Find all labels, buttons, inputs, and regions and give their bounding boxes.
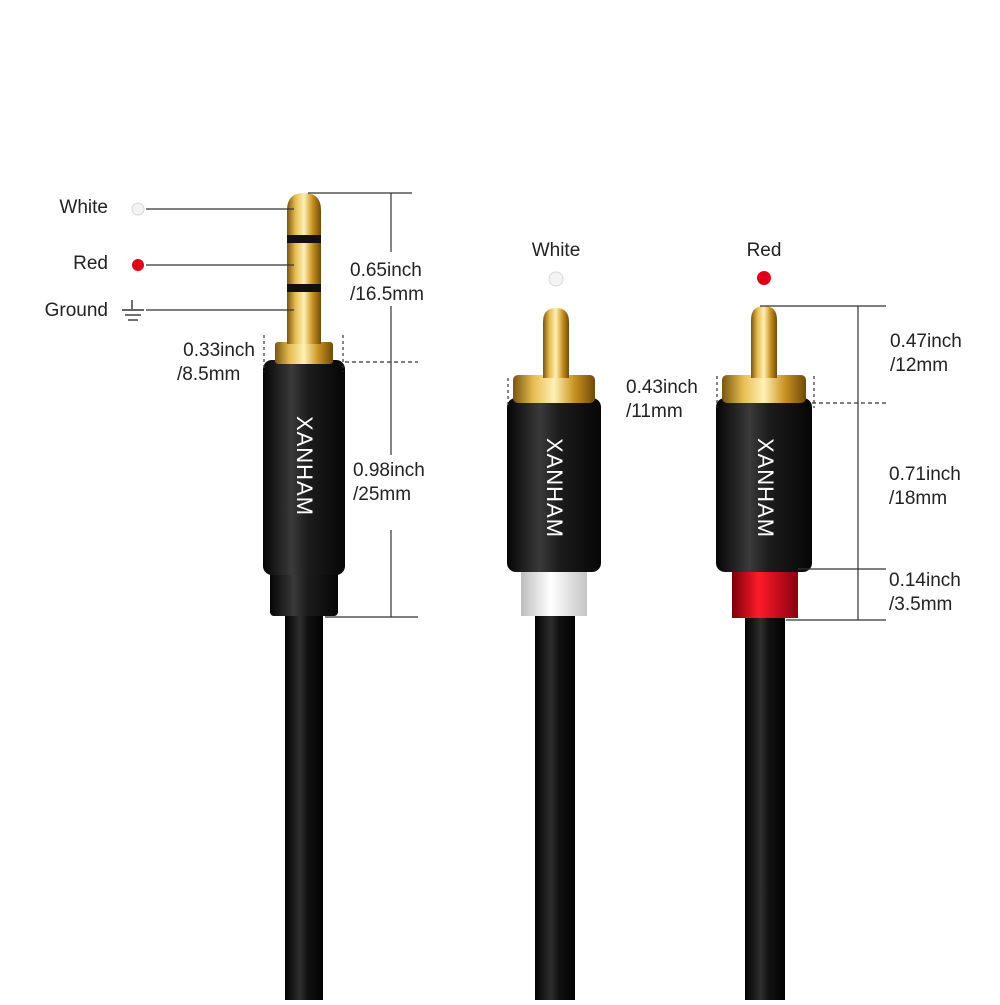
ground-icon (122, 300, 144, 321)
red-pin-dot (132, 259, 144, 271)
jack-white-label: White (59, 197, 108, 218)
rca-white-diameter-mm: /11mm (626, 401, 683, 422)
rca-red-housing (716, 398, 812, 572)
rca-red-ring (732, 568, 798, 618)
jack-ring (287, 243, 321, 284)
rca-red-brand-label: XANHAM (753, 438, 778, 538)
rca-red-body-inch: 0.71inch (889, 464, 961, 485)
rca-red-body-mm: /18mm (889, 488, 948, 509)
white-pin-dot (131, 202, 145, 216)
rca-red-ring-dimension: 0.14inch /3.5mm (889, 569, 961, 617)
rca-red-ring-inch: 0.14inch (889, 570, 961, 591)
jack-body-inch: 0.98inch (353, 460, 425, 481)
rca-white-plug: XANHAM (507, 308, 601, 1000)
jack-diameter-mm: /8.5mm (177, 364, 241, 385)
rca-red-body-dimension: 0.71inch /18mm (889, 463, 961, 511)
jack-body-mm: /25mm (353, 484, 412, 505)
rca-white-shell (513, 375, 595, 403)
rca-red-dimension-lines (716, 305, 886, 621)
jack-dimension-lines (263, 192, 418, 618)
rca-white-ring (521, 568, 587, 616)
rca-red-label: Red (746, 240, 782, 261)
jack-strain-relief (270, 570, 338, 616)
rca-white-pin (543, 308, 569, 378)
rca-white-dot (548, 271, 564, 287)
jack-insulator-1 (287, 235, 321, 243)
jack-tip-dimension: 0.65inch /16.5mm (350, 259, 424, 307)
jack-pin-leaders (146, 208, 294, 311)
rca-red-cable (745, 612, 785, 1000)
jack-diameter-dimension: 0.33inch /8.5mm (150, 339, 255, 387)
rca-red-tip-inch: 0.47inch (890, 331, 962, 352)
jack-red-label: Red (73, 253, 108, 274)
jack-sleeve (287, 292, 321, 344)
rca-white-diameter-dimension: 0.43inch /11mm (626, 376, 698, 424)
jack-tip-inch: 0.65inch (350, 260, 422, 281)
rca-red-shell (722, 375, 806, 403)
rca-red-ring-mm: /3.5mm (889, 594, 953, 615)
rca-red-pin (751, 306, 777, 378)
jack-insulator-2 (287, 284, 321, 292)
jack-brand-label: XANHAM (292, 416, 317, 516)
jack-cable (285, 612, 323, 1000)
jack-body-dimension: 0.98inch /25mm (353, 459, 425, 507)
jack-tip-mm: /16.5mm (350, 284, 424, 305)
rca-white-brand-label: XANHAM (542, 438, 567, 538)
jack-tip (287, 193, 321, 235)
jack-plug: XANHAM (263, 193, 345, 1000)
jack-collar (275, 342, 333, 364)
rca-red-plug: XANHAM (716, 306, 812, 1000)
rca-white-label: White (531, 240, 581, 261)
rca-white-cable (535, 612, 575, 1000)
rca-red-tip-dimension: 0.47inch /12mm (890, 330, 962, 378)
jack-diameter-inch: 0.33inch (183, 340, 255, 361)
rca-white-housing (507, 398, 601, 572)
rca-red-dot (757, 271, 771, 285)
rca-red-tip-mm: /12mm (890, 355, 949, 376)
jack-housing (263, 360, 345, 575)
rca-white-diameter-inch: 0.43inch (626, 377, 698, 398)
jack-ground-label: Ground (44, 300, 108, 321)
